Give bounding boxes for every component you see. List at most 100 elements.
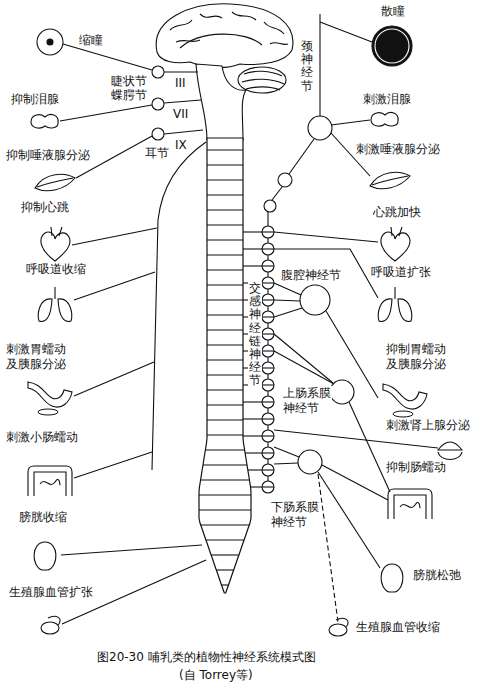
- cerebellum-folia: [242, 71, 284, 90]
- cord-segment-line: [207, 299, 243, 300]
- lacrimal-gland: [31, 115, 58, 129]
- sympathetic-nerve: [274, 232, 378, 242]
- cord-segment-line: [207, 149, 243, 150]
- splanchnic-nerve: [274, 351, 334, 384]
- chain-ganglion: [262, 481, 274, 493]
- cranial-nerve-ix: [164, 130, 203, 134]
- chain-ganglion: [262, 413, 274, 425]
- effect-label: 刺激肾上腺分泌: [385, 418, 471, 433]
- lungs-trachea: [394, 287, 395, 299]
- ciliary-ganglion: [152, 66, 164, 78]
- effect-label: 刺激胃蠕动及胰腺分泌: [5, 342, 67, 372]
- cord-segment-line: [206, 539, 244, 540]
- cord-segment-line: [207, 314, 243, 315]
- gonad: [41, 622, 59, 634]
- ramus-communicans: [243, 265, 262, 266]
- sympathetic-nerve: [318, 472, 380, 568]
- cervical-sympathetic-trunk: [319, 14, 320, 116]
- brain-gyri: [170, 12, 288, 44]
- chain-ganglion-cross: [262, 282, 274, 283]
- effect-label: 缩瞳: [78, 33, 104, 48]
- cord-segment-line: [203, 464, 247, 465]
- cranial-nerve-number: III: [174, 76, 187, 91]
- otic-ganglion: [152, 128, 164, 140]
- stomach: [28, 382, 72, 407]
- eye-constricted: [37, 29, 63, 55]
- cord-segment-line: [207, 209, 243, 210]
- chain-ganglion: [262, 345, 274, 357]
- pupil-small: [47, 39, 53, 45]
- chain-ganglion: [262, 396, 274, 408]
- bladder: [381, 564, 403, 592]
- cord-segment-line: [207, 404, 243, 405]
- effect-label: 刺激唾液腺分泌: [355, 142, 441, 157]
- inferior-cervical-ganglion: [264, 200, 276, 212]
- heart-vessels: [391, 227, 402, 236]
- sphenopalatine-nerve: [60, 105, 152, 121]
- ramus-communicans: [245, 452, 262, 453]
- stomach: [383, 384, 427, 409]
- ramus-communicans: [243, 248, 262, 249]
- intestine-small-intestine: [40, 479, 60, 484]
- vagus-branch: [74, 452, 152, 478]
- chain-ganglion-cross: [262, 469, 274, 470]
- pelvic-nerve: [61, 545, 202, 555]
- chain-ganglion-cross: [262, 333, 274, 334]
- ramus-communicans: [251, 486, 262, 487]
- splanchnic-nerve: [274, 283, 301, 295]
- pupil-ring: [375, 29, 409, 63]
- intestine-inner: [394, 495, 426, 519]
- heart-vessels: [51, 227, 62, 236]
- ganglion-label: 上肠系膜神经节: [282, 386, 332, 416]
- cord-segment-line: [207, 194, 243, 195]
- effect-label: 呼吸道扩张: [370, 265, 432, 280]
- effect-label: 刺激小肠蠕动: [5, 430, 79, 445]
- cord-segment-line: [207, 374, 243, 375]
- cord-segment-line: [207, 329, 243, 330]
- pancreas: [393, 411, 413, 417]
- cord-segment-line: [207, 179, 243, 180]
- ganglion-label: 交感神经链神经节: [248, 282, 262, 388]
- effect-label: 抑制肠蠕动: [385, 460, 447, 475]
- cord-segment-line: [216, 569, 233, 570]
- cervical-sympathetic-trunk: [272, 187, 282, 200]
- figure-caption: 图20-30 哺乳类的植物性神经系统模式图: [96, 650, 317, 665]
- splanchnic-nerve: [274, 447, 299, 457]
- cord-segment-line: [207, 359, 243, 360]
- cord-segment-line: [205, 449, 244, 450]
- lungs: [38, 299, 52, 322]
- eye-dilated: [372, 26, 412, 66]
- cord-segment-line: [207, 164, 243, 165]
- effect-label: 散瞳: [380, 4, 406, 19]
- cord-segment-line: [207, 284, 243, 285]
- sympathetic-nerve: [349, 402, 390, 492]
- cord-segment-line: [207, 224, 243, 225]
- chain-ganglion-cross: [262, 248, 274, 249]
- chain-ganglion: [262, 430, 274, 442]
- chain-ganglion-cross: [262, 316, 274, 317]
- chain-ganglion-cross: [262, 367, 274, 368]
- pancreas: [38, 409, 58, 415]
- brainstem: [196, 64, 246, 140]
- ramus-communicans: [243, 401, 262, 402]
- chain-ganglion-cross: [262, 299, 274, 300]
- ganglion-label: 下肠系膜神经节: [270, 500, 320, 530]
- cranial-nerve-number: IX: [174, 138, 188, 153]
- cord-segment-line: [207, 254, 243, 255]
- source-note: (自 Torrey等): [178, 668, 254, 683]
- splanchnic-nerve: [274, 463, 298, 464]
- ganglion-label: 腹腔神经节: [280, 268, 342, 283]
- ramus-communicans: [248, 469, 262, 470]
- chain-ganglion-cross: [262, 231, 274, 232]
- chain-ganglion: [262, 311, 274, 323]
- sympathetic-nerve: [320, 22, 372, 42]
- superior-cervical-ganglion: [308, 116, 332, 140]
- ganglion-label: 颈神经节: [300, 40, 314, 93]
- cord-segment-line: [207, 269, 243, 270]
- splanchnic-nerve: [274, 300, 300, 301]
- sympathetic-nerve: [318, 474, 338, 622]
- ramus-communicans: [243, 418, 262, 419]
- lacrimal-gland: [371, 113, 398, 127]
- ramus-communicans: [243, 435, 262, 436]
- cord-segment-line: [211, 554, 239, 555]
